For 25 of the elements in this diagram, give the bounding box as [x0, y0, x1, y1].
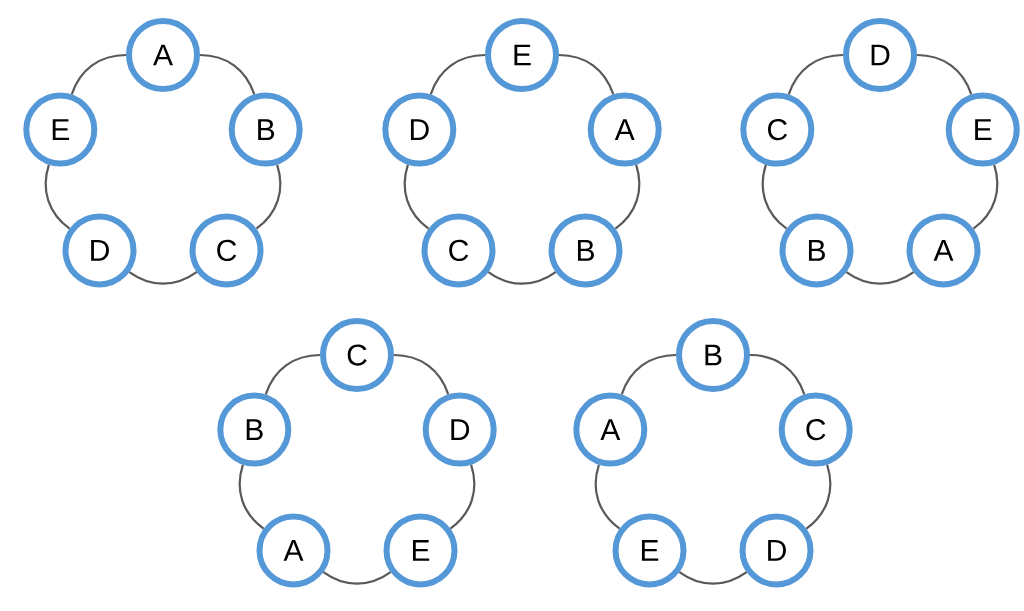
connector-arc [787, 53, 844, 95]
connector-arc [558, 53, 615, 95]
connector-arc [255, 164, 282, 230]
connector-arc [449, 464, 476, 530]
connector-arc [44, 164, 71, 230]
connector-arc [620, 353, 677, 395]
connector-arc [678, 571, 748, 585]
connector-arc [238, 464, 265, 530]
connector-arc [199, 53, 256, 95]
connector-arc [594, 464, 621, 530]
connector-arc [322, 571, 392, 585]
connector-arc [264, 353, 321, 395]
connector-arc [403, 164, 430, 230]
connector-arc [972, 164, 999, 230]
connector-arc [845, 271, 915, 285]
connector-arc [128, 271, 198, 285]
connector-arc [393, 353, 450, 395]
connector-arc [805, 464, 832, 530]
connector-arc [749, 353, 806, 395]
connector-arc [429, 53, 486, 95]
connector-arc [487, 271, 557, 285]
connector-arc [70, 53, 127, 95]
connector-arc [761, 164, 788, 230]
connector-arc [916, 53, 973, 95]
connector-arc [614, 164, 641, 230]
